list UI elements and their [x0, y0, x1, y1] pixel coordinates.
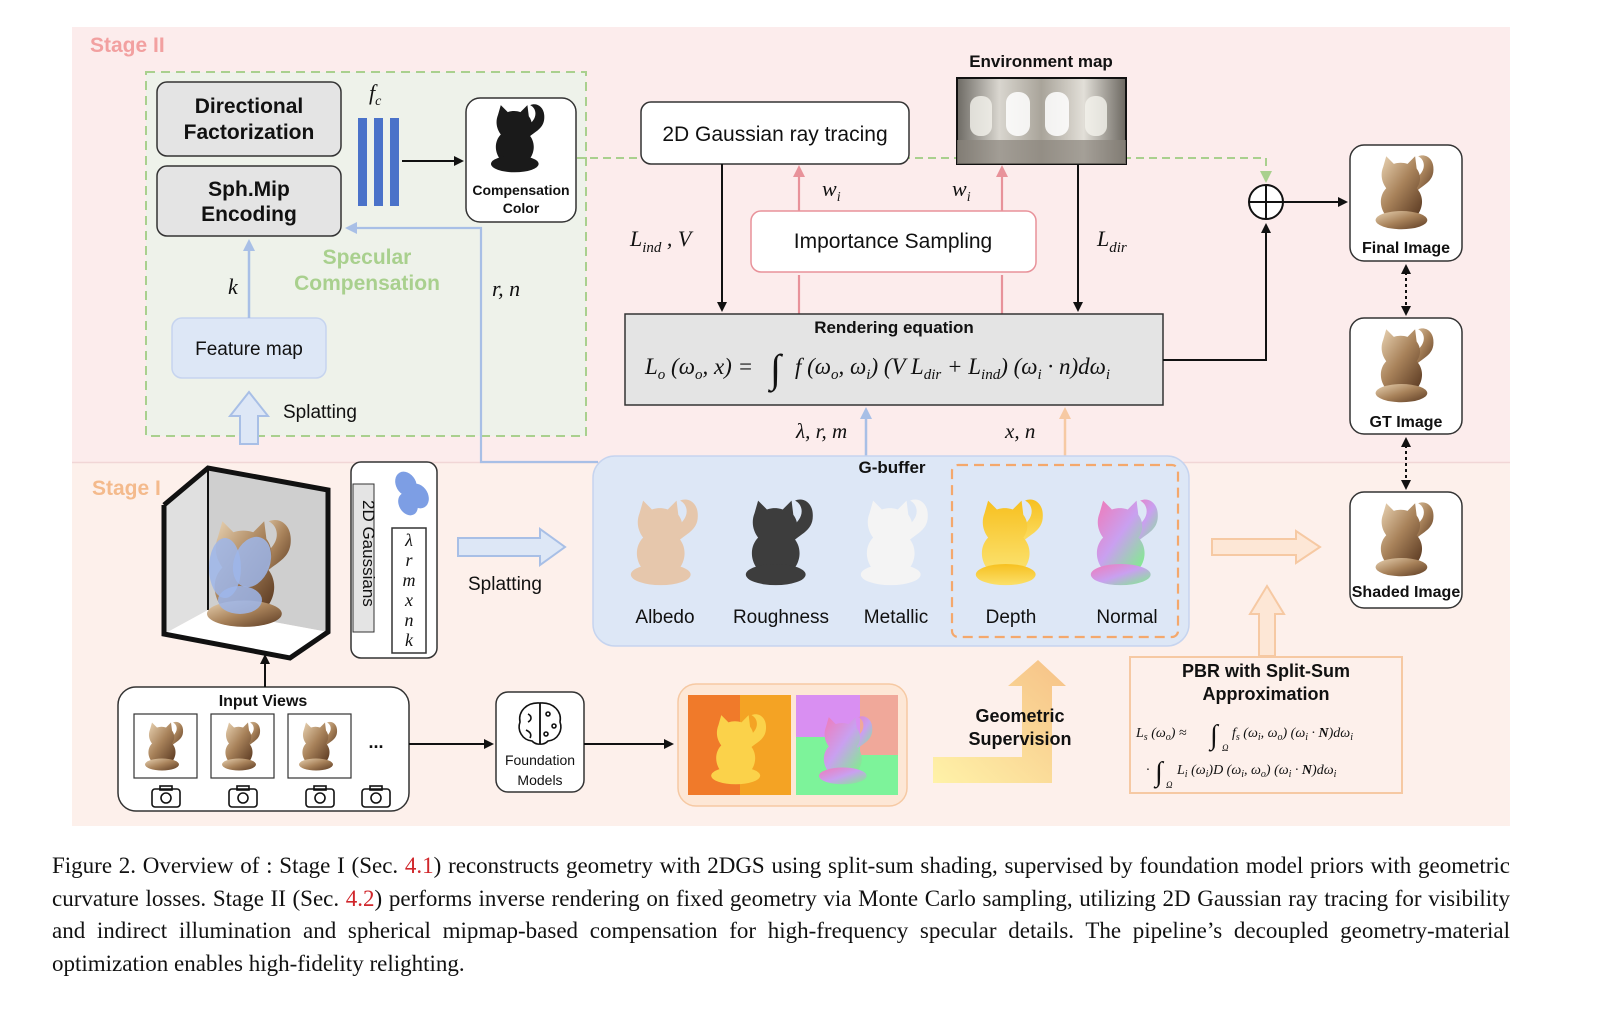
- input-views-title: Input Views: [219, 693, 308, 710]
- foundation-models-label: Foundation: [505, 752, 575, 768]
- final-image-card: Final Image: [1349, 144, 1463, 262]
- caption-ref-sec-4-1[interactable]: 4.1: [404, 853, 434, 878]
- depth-prior-image: [688, 695, 791, 795]
- svg-text:Ω: Ω: [1166, 780, 1173, 790]
- environment-map-image: [956, 77, 1127, 165]
- splatting-right-arrow: [457, 527, 567, 567]
- importance-sampling-label: Importance Sampling: [794, 230, 992, 253]
- gaussians-label-box: [352, 483, 375, 633]
- caption-ref-sec-4-2[interactable]: 4.2: [345, 885, 375, 911]
- compensation-color-label-2: Color: [503, 200, 540, 216]
- feature-map-label: Feature map: [195, 339, 303, 360]
- attribute-n: n: [405, 610, 414, 630]
- directional-factorization-label-2: Factorization: [184, 121, 315, 144]
- compensation-color-label: Compensation: [472, 182, 569, 198]
- pbr-title: PBR with Split-Sum: [1182, 661, 1350, 681]
- attribute-lambda: λ: [404, 530, 413, 550]
- svg-text:∫: ∫: [767, 346, 784, 393]
- svg-text:∫: ∫: [1208, 720, 1220, 752]
- input-views-ellipsis: ...: [368, 732, 383, 752]
- gbuffer-label-normal: Normal: [1096, 607, 1157, 628]
- importance-sampling-box: [750, 210, 1037, 273]
- rendering-equation-box: [624, 313, 1164, 406]
- gbuffer-to-shaded-arrow: [1211, 529, 1322, 565]
- camera-icon: [151, 785, 391, 808]
- gaussian-ray-tracing-box: [640, 101, 910, 165]
- attribute-x: x: [404, 590, 413, 610]
- wi-label-right: wi: [952, 176, 971, 205]
- sph-mip-encoding-box: [156, 165, 342, 237]
- fc-symbol: fc: [369, 80, 382, 109]
- svg-text:f (ωo, ωi) (V Ldir + Lind) (ωi: f (ωo, ωi) (V Ldir + Lind) (ωi · n)dωi: [795, 354, 1110, 383]
- foundation-models-label-2: Models: [517, 772, 562, 788]
- pbr-title-2: Approximation: [1202, 684, 1329, 704]
- shaded-image-label: Shaded Image: [1352, 584, 1461, 601]
- attribute-k: k: [405, 630, 414, 650]
- svg-text:fs (ωi, ωo) (ωi · N)dωi: fs (ωi, ωo) (ωi · N)dωi: [1232, 726, 1353, 743]
- final-image-label: Final Image: [1362, 240, 1450, 257]
- input-view-thumbnails: [133, 713, 352, 779]
- svg-text:·: ·: [1146, 763, 1150, 778]
- directional-factorization-label: Directional: [195, 95, 304, 118]
- stage1-label: Stage I: [92, 477, 161, 500]
- svg-text:Li (ωi)D (ωi, ωo) (ωi · N)dωi: Li (ωi)D (ωi, ωo) (ωi · N)dωi: [1176, 763, 1337, 780]
- lambda-r-m-label: λ, r, m: [795, 419, 847, 443]
- geometric-supervision-arrow: [933, 660, 1066, 783]
- attribute-m: m: [403, 570, 416, 590]
- specular-compensation-title: Specular: [323, 246, 412, 269]
- caption-part-1: Figure 2. Overview of : Stage I (Sec.: [52, 853, 405, 878]
- gbuffer-title: G-buffer: [858, 458, 925, 477]
- feature-vector-fc: [358, 118, 399, 206]
- svg-text:Ω: Ω: [1222, 743, 1229, 753]
- caption-part-2: ) reconstructs geometry with 2DGS using …: [52, 853, 1510, 911]
- specular-compensation-title-2: Compensation: [294, 272, 440, 295]
- split-sum-formula: Ls (ωo) ≈ ∫ Ω fs (ωi, ωo) (ωi · N)dωi · …: [1135, 720, 1353, 790]
- gaussian-blob-icon: [395, 471, 429, 516]
- gaussians-label: 2D Gaussians: [359, 500, 378, 607]
- rn-label: r, n: [492, 276, 520, 301]
- sph-mip-encoding-label: Sph.Mip: [208, 178, 290, 201]
- rendering-equation-title: Rendering equation: [814, 318, 974, 337]
- svg-text:Ls (ωo) ≈: Ls (ωo) ≈: [1135, 726, 1187, 743]
- splatting-label-stage2: Splatting: [283, 402, 357, 423]
- environment-map-label: Environment map: [969, 52, 1113, 71]
- gt-image-card: GT Image: [1349, 317, 1463, 435]
- brain-icon: [518, 702, 562, 745]
- caption-part-3: ) performs inverse rendering on fixed ge…: [52, 885, 1511, 976]
- gaussian-ray-tracing-label: 2D Gaussian ray tracing: [662, 123, 887, 146]
- x-n-label: x, n: [1004, 419, 1035, 443]
- geometry-buffer-group: [950, 463, 1180, 639]
- pbr-up-arrow: [1248, 584, 1286, 657]
- attribute-list: λ r m x n k: [403, 530, 416, 650]
- pbr-split-sum-box: [1129, 656, 1403, 794]
- gaussian-scene-cube: [161, 465, 331, 661]
- compensation-to-sum-line: [577, 157, 1272, 183]
- eq-to-sum-line: [1163, 223, 1271, 361]
- attribute-r: r: [405, 550, 413, 570]
- stage2-label: Stage II: [90, 34, 165, 57]
- wi-label-left: wi: [822, 176, 841, 205]
- splatting-label-stage1: Splatting: [468, 574, 542, 595]
- shaded-image-card: Shaded Image: [1349, 491, 1463, 609]
- figure-caption: Figure 2. Overview of : Stage I (Sec. 4.…: [52, 850, 1510, 980]
- attribute-vector-box: [391, 527, 427, 654]
- sum-operator: [1248, 184, 1284, 220]
- l-dir-label: Ldir: [1096, 226, 1127, 256]
- normal-prior-image: [796, 695, 898, 795]
- gt-image-label: GT Image: [1370, 414, 1443, 431]
- svg-text:∫: ∫: [1153, 757, 1165, 789]
- rn-feedback-arrow: [345, 222, 598, 464]
- gbuffer-label-metallic: Metallic: [864, 607, 928, 628]
- geometric-supervision-label: Geometric: [975, 706, 1064, 726]
- geometric-supervision-label-2: Supervision: [968, 729, 1071, 749]
- sph-mip-encoding-label-2: Encoding: [201, 203, 297, 226]
- l-ind-v-label: Lind , V: [629, 226, 694, 256]
- gbuffer-label-depth: Depth: [986, 607, 1037, 628]
- gbuffer-label-roughness: Roughness: [733, 607, 829, 628]
- splatting-up-arrow: [227, 390, 271, 445]
- gbuffer-label-albedo: Albedo: [635, 607, 694, 628]
- directional-factorization-box: [156, 81, 342, 157]
- k-label: k: [228, 274, 239, 299]
